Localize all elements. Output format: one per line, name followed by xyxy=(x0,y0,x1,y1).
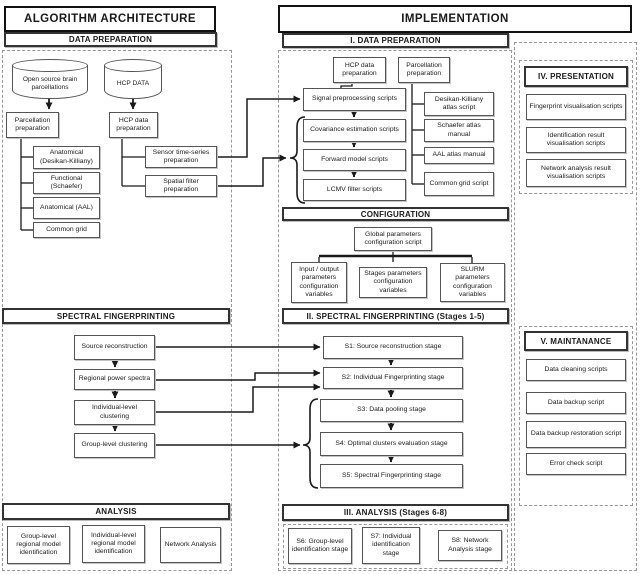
implementation-title: IMPLEMENTATION xyxy=(278,5,632,33)
box-s4-optimal-clusters-evaluation-stage: S4: Optimal clusters evaluation stage xyxy=(320,432,463,456)
box-parcellation-preparation-impl: Parcellation preparation xyxy=(398,57,450,83)
box-s5-spectral-fingerprinting-stage: S5: Spectral Fingerprinting stage xyxy=(320,464,463,488)
box-anatomical-desikan-killiany: Anatomical (Desikan-Killiany) xyxy=(33,146,100,169)
right-panel-border xyxy=(514,42,637,571)
implementation-panel-border xyxy=(278,50,512,571)
box-individual-level-clustering: Individual-level clustering xyxy=(74,400,155,425)
box-forward-model-scripts: Forward model scripts xyxy=(303,149,406,171)
box-s8-network-analysis-stage: S8: Network Analysis stage xyxy=(438,530,502,561)
presentation-header: IV. PRESENTATION xyxy=(524,66,628,87)
box-common-grid-script: Common grid script xyxy=(424,172,494,196)
box-signal-preprocessing-scripts: Signal preprocessing scripts xyxy=(303,88,406,111)
box-s7-individual-identification-stage: S7: Individual identification stage xyxy=(362,527,420,564)
implementation-spectral-header: II. SPECTRAL FINGERPRINTING (Stages 1-5) xyxy=(282,308,509,324)
box-common-grid: Common grid xyxy=(33,222,100,238)
box-individual-level-regional-model-identification: Individual-level regional model identifi… xyxy=(82,525,145,563)
box-lcmv-filter-scripts: LCMV filter scripts xyxy=(303,179,406,201)
cylinder-top xyxy=(12,59,88,72)
box-regional-power-spectra: Regional power spectra xyxy=(74,369,155,390)
box-network-analysis: Network Analysis xyxy=(160,527,221,563)
box-parcellation-preparation-arch: Parcellation preparation xyxy=(6,112,59,138)
box-s1-source-reconstruction-stage: S1: Source reconstruction stage xyxy=(323,336,463,359)
box-hcp-data-preparation-impl: HCP data preparation xyxy=(333,57,386,83)
implementation-data-preparation-header: I. DATA PREPARATION xyxy=(282,33,509,48)
maintenance-header: V. MAINTANANCE xyxy=(524,331,628,351)
box-schaefer-atlas-manual: Schaefer atlas manual xyxy=(424,119,494,142)
box-global-parameters-configuration-script: Global parameters configuration script xyxy=(354,227,432,251)
box-aal-atlas-manual: AAL atlas manual xyxy=(424,147,494,164)
box-hcp-data-preparation-arch: HCP data preparation xyxy=(109,112,158,138)
architecture-analysis-header: ANALYSIS xyxy=(2,503,230,520)
box-fingerprint-visualisation-scripts: Fingerprint visualisation scripts xyxy=(526,94,626,120)
box-covariance-estimation-scripts: Covariance estimation scripts xyxy=(303,119,406,142)
architecture-spectral-header: SPECTRAL FINGERPRINTING xyxy=(2,308,230,324)
architecture-title: ALGORITHM ARCHITECTURE xyxy=(4,6,216,32)
presentation-section-border xyxy=(519,60,633,194)
box-error-check-script: Error check script xyxy=(526,453,626,475)
box-group-level-regional-model-identification: Group-level regional model identificatio… xyxy=(7,526,70,564)
box-s3-data-pooling-stage: S3: Data pooling stage xyxy=(320,399,463,422)
box-identification-result-visualisation-scripts: Identification result visualisation scri… xyxy=(526,127,626,153)
box-group-level-clustering: Group-level clustering xyxy=(74,433,155,458)
implementation-configuration-header: CONFIGURATION xyxy=(282,207,509,221)
implementation-analysis-header: III. ANALYSIS (Stages 6-8) xyxy=(282,504,509,521)
box-network-analysis-result-visualisation-scripts: Network analysis result visualisation sc… xyxy=(526,159,626,187)
box-data-backup-script: Data backup script xyxy=(526,392,626,414)
box-functional-schaefer: Functional (Schaefer) xyxy=(33,172,100,194)
box-stages-parameters-variables: Stages parameters configuration variable… xyxy=(359,267,427,298)
cylinder-open-source-brain-parcellations: Open source brain parcellations xyxy=(12,59,88,99)
architecture-data-preparation-header: DATA PREPARATION xyxy=(4,32,217,47)
box-desikan-killiany-atlas-script: Desikan-Killiany atlas script xyxy=(424,92,494,116)
box-sensor-time-series-preparation: Sensor time-series preparation xyxy=(145,146,217,168)
box-data-backup-restoration-script: Data backup restoration script xyxy=(526,421,626,448)
cylinder-label: HCP DATA xyxy=(116,79,150,87)
box-s6-group-level-identification-stage: S6: Group-level identification stage xyxy=(288,528,352,564)
box-data-cleaning-scripts: Data cleaning scripts xyxy=(526,359,626,381)
cylinder-top xyxy=(104,59,162,72)
cylinder-hcp-data: HCP DATA xyxy=(104,59,162,99)
box-slurm-parameters-variables: SLURM parameters configuration variables xyxy=(440,263,505,302)
box-s2-individual-fingerprinting-stage: S2: Individual Fingerprinting stage xyxy=(323,367,463,389)
box-anatomical-aal: Anatomical (AAL) xyxy=(33,197,100,219)
box-source-reconstruction: Source reconstruction xyxy=(74,335,155,360)
cylinder-label: Open source brain parcellations xyxy=(22,75,78,91)
box-spatial-filter-preparation: Spatial filter preparation xyxy=(145,175,217,197)
analysis-stages-border xyxy=(283,524,508,569)
maintenance-section-border xyxy=(519,326,633,506)
box-input-output-parameters-variables: Input / output parameters configuration … xyxy=(291,262,347,303)
